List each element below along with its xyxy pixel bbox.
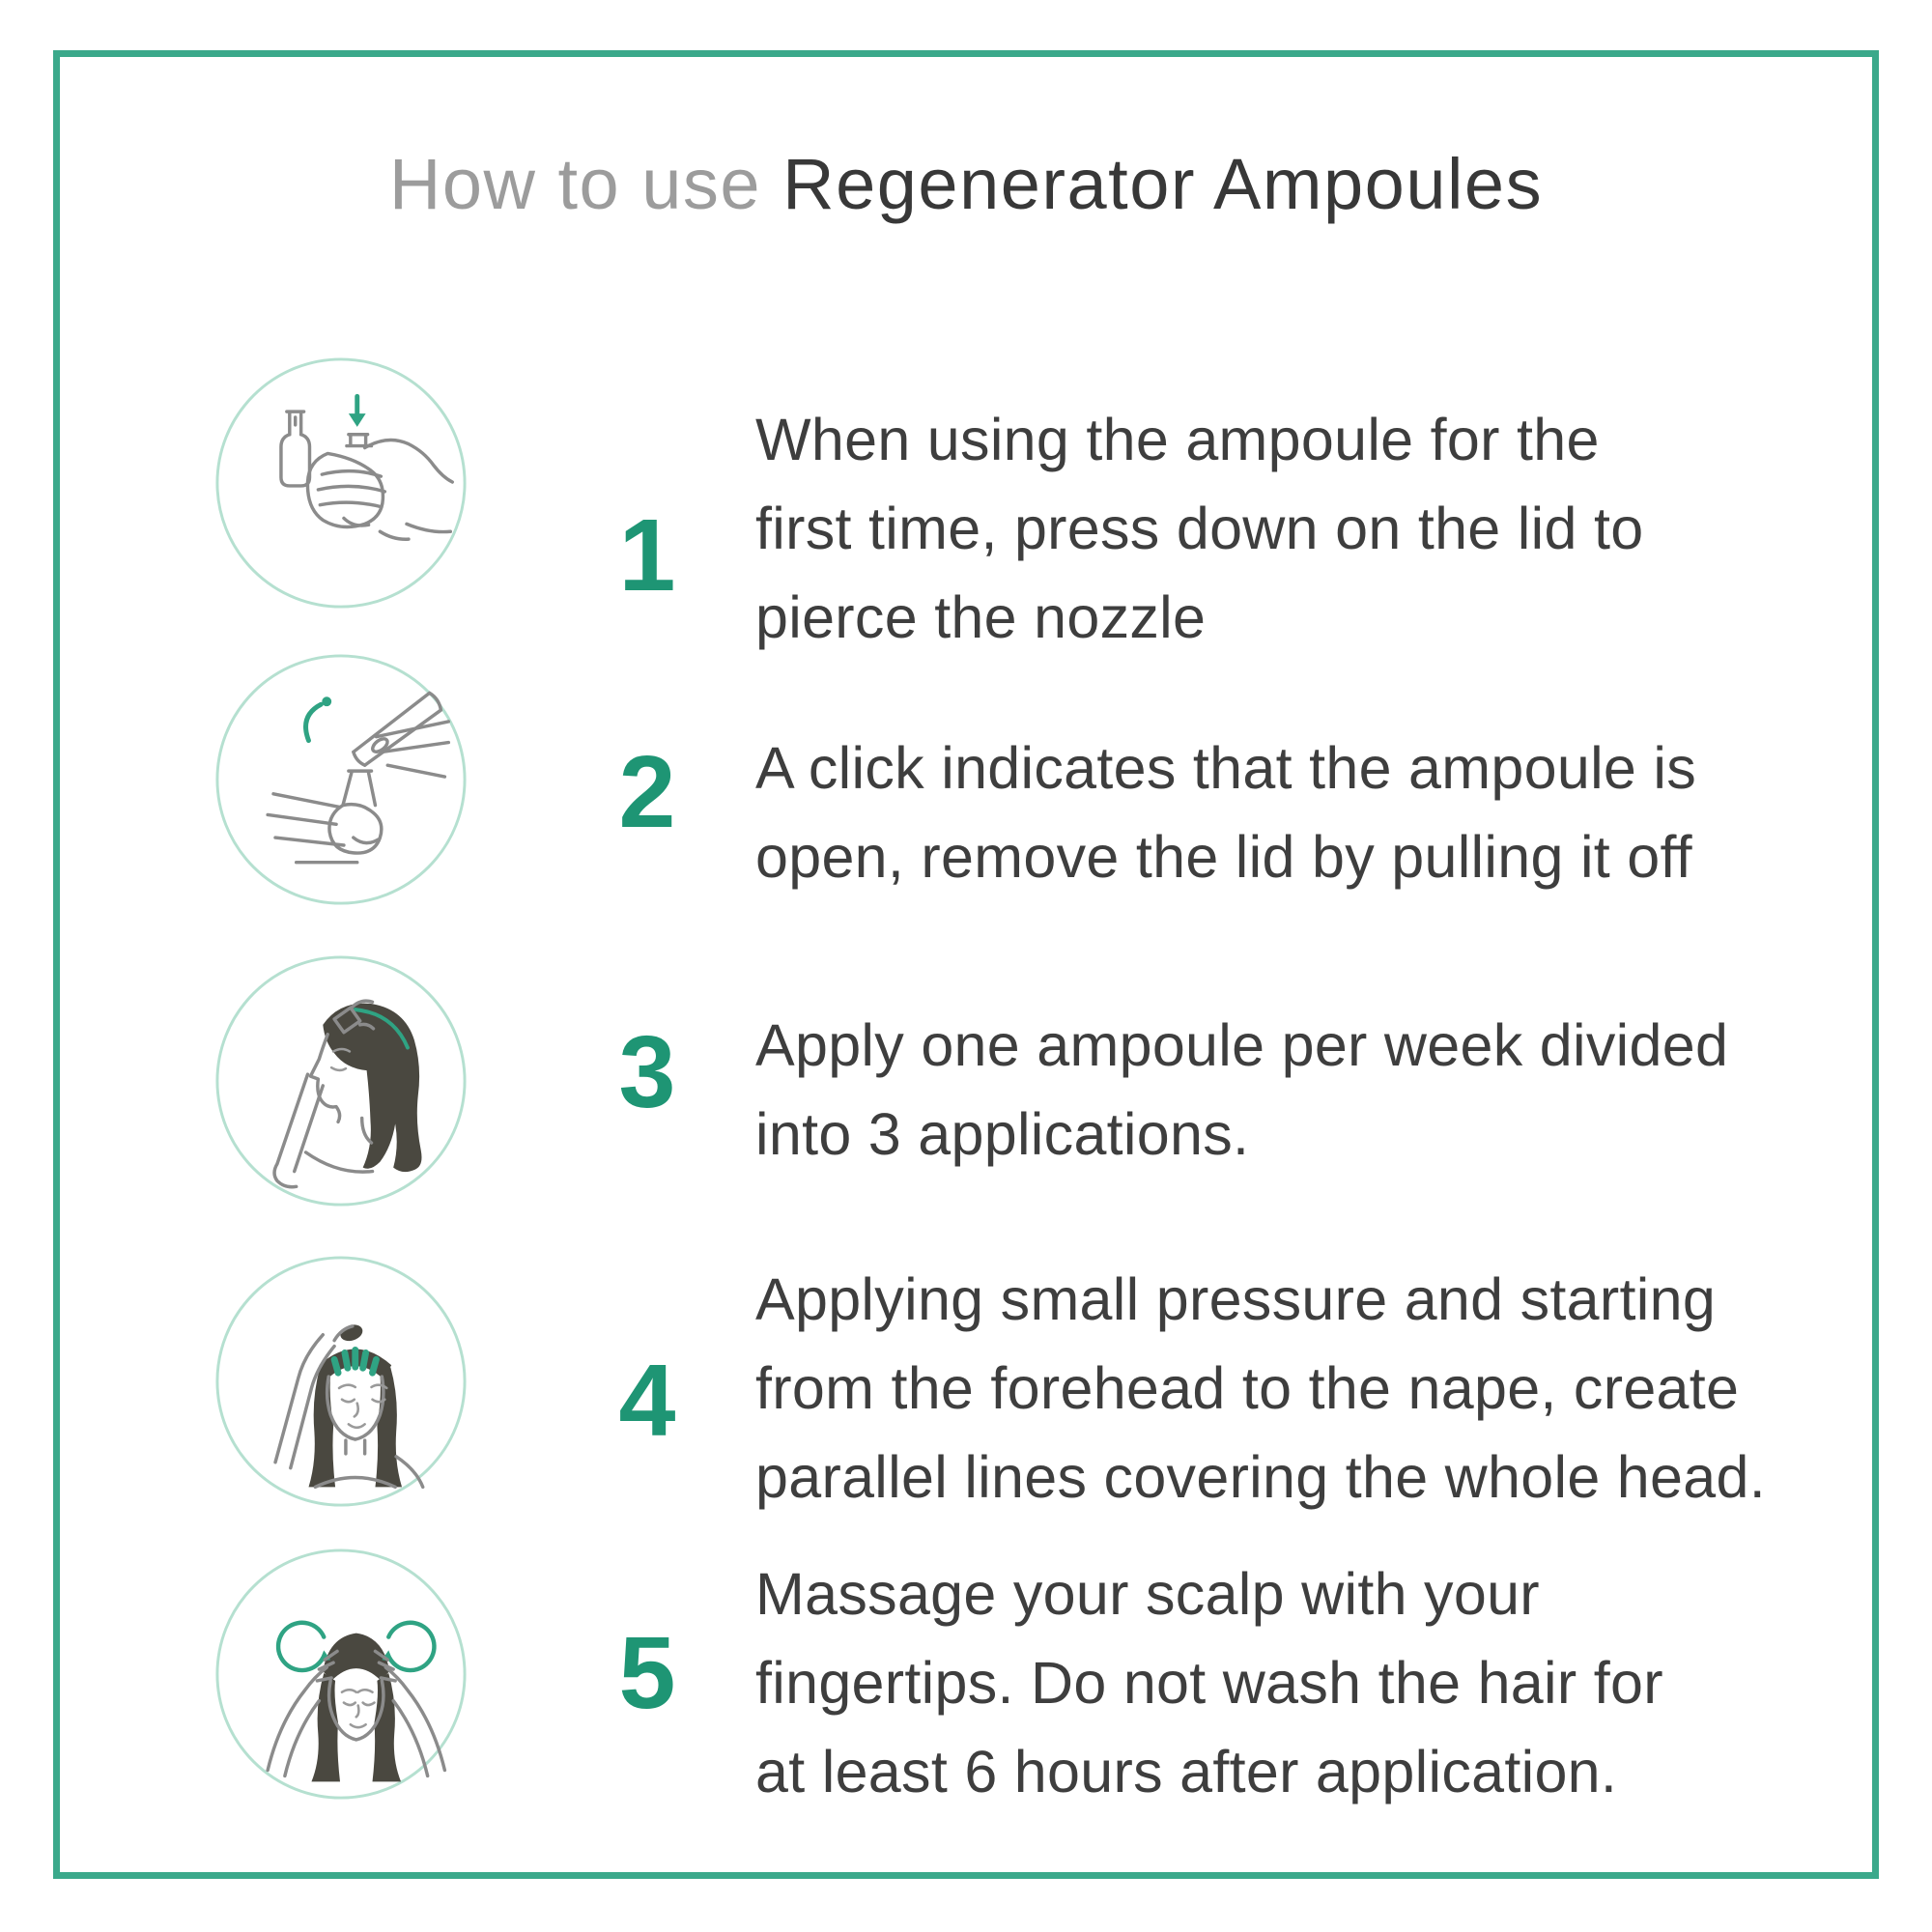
remove-lid-icon	[213, 651, 469, 908]
step-number: 3	[618, 1015, 676, 1129]
step-number: 2	[618, 735, 676, 849]
page-title: How to use Regenerator Ampoules	[0, 143, 1932, 225]
page-title-bold: Regenerator Ampoules	[782, 144, 1544, 224]
step-text: Apply one ampoule per week divided into …	[755, 1012, 1729, 1167]
step-text: Massage your scalp with your fingertips.…	[755, 1561, 1663, 1804]
step-number: 4	[618, 1344, 676, 1458]
step-number: 1	[618, 498, 676, 612]
parallel-lines-application-icon	[213, 1253, 469, 1510]
step-text: Applying small pressure and starting fro…	[755, 1266, 1766, 1510]
page-title-light: How to use	[388, 144, 783, 224]
press-lid-down-icon	[213, 355, 469, 611]
step-number: 5	[618, 1616, 676, 1730]
step-text: A click indicates that the ampoule is op…	[755, 735, 1697, 890]
scalp-massage-icon	[213, 1546, 469, 1803]
apply-to-scalp-icon	[213, 952, 469, 1209]
step-text: When using the ampoule for the first tim…	[755, 407, 1644, 650]
